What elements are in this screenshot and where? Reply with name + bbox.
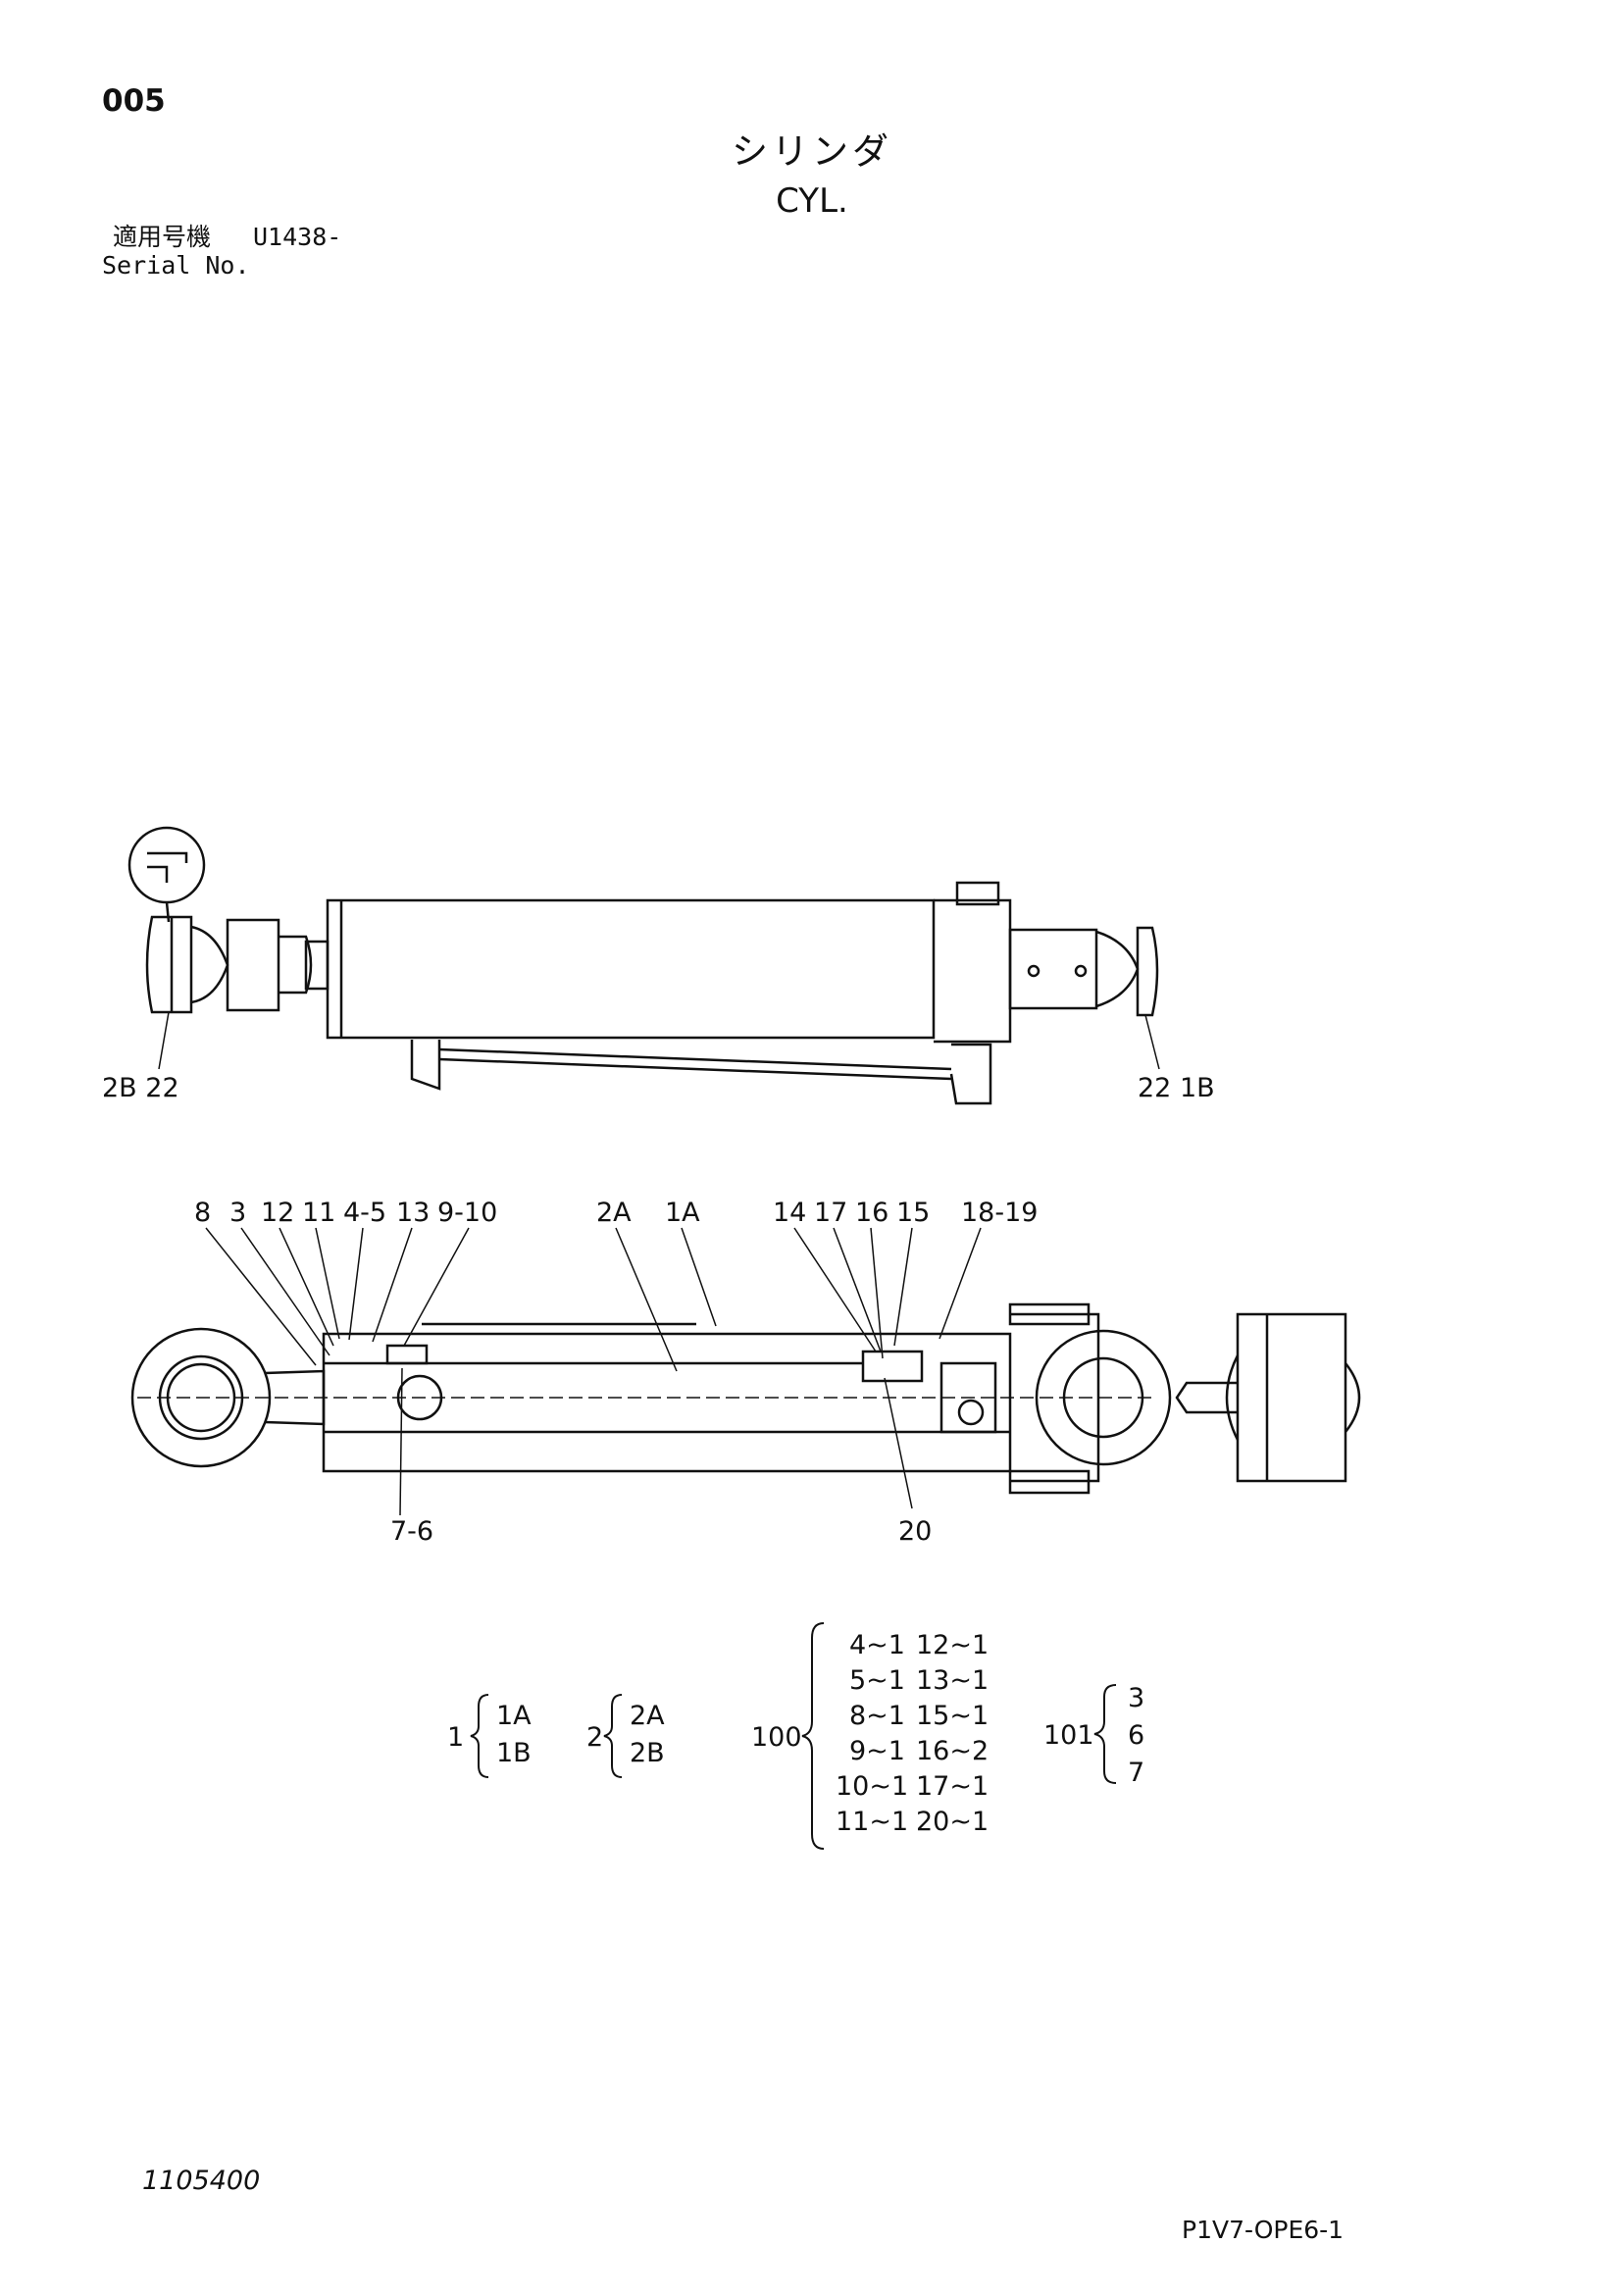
group-2-item-2a: 2A <box>630 1701 665 1731</box>
detail-circle <box>127 826 206 904</box>
group-100-r1-b: 12~1 <box>916 1630 989 1660</box>
group-1-item-1b: 1B <box>496 1738 532 1768</box>
left-clevis <box>145 915 193 1014</box>
group-100-r6-b: 20~1 <box>916 1807 989 1837</box>
group-101-item-3: 3 <box>1128 1683 1144 1713</box>
top-left-label: 2B 22 <box>102 1073 179 1103</box>
group-100-r3-b: 15~1 <box>916 1701 989 1731</box>
brace-2 <box>603 1694 623 1778</box>
title-japanese: シリンダ <box>732 130 892 173</box>
callout-7-6: 7-6 <box>390 1516 433 1547</box>
group-100-r1-a: 4~1 <box>849 1630 905 1660</box>
callout-11: 11 <box>302 1198 335 1228</box>
brace-100 <box>801 1622 825 1850</box>
callout-14: 14 <box>773 1198 806 1228</box>
group-100-r4-a: 9~1 <box>849 1736 905 1766</box>
group-100-r5-a: 10~1 <box>836 1771 908 1802</box>
brace-101 <box>1093 1684 1117 1784</box>
group-braces <box>470 1622 1117 1850</box>
group-1-key: 1 <box>447 1722 464 1753</box>
title-english: CYL. <box>776 181 848 221</box>
brace-1 <box>470 1694 489 1778</box>
group-2-key: 2 <box>586 1722 603 1753</box>
group-100-key: 100 <box>751 1722 802 1753</box>
callout-20: 20 <box>898 1516 932 1547</box>
right-rod-eye <box>1008 928 1098 1010</box>
serial-label-english: Serial No. <box>102 251 250 280</box>
head-block <box>934 898 1012 1044</box>
group-2-item-2b: 2B <box>630 1738 665 1768</box>
serial-label-japanese: 適用号機 <box>113 223 212 251</box>
group-100-r6-a: 11~1 <box>836 1807 908 1837</box>
callout-15: 15 <box>896 1198 930 1228</box>
pin-view <box>1236 1312 1347 1483</box>
group-101-key: 101 <box>1043 1720 1094 1751</box>
callout-2a: 2A <box>596 1198 632 1228</box>
cylinder-section-view <box>130 1302 1361 1495</box>
page-number: 005 <box>102 83 166 119</box>
left-eye-outer <box>130 1327 272 1468</box>
document-number: 1105400 <box>142 2166 261 2196</box>
page-code: P1V7-OPE6-1 <box>1182 2216 1345 2244</box>
callout-12: 12 <box>261 1198 294 1228</box>
main-barrel <box>326 898 936 1040</box>
callout-4-5: 4-5 <box>343 1198 386 1228</box>
callout-8: 8 <box>194 1198 211 1228</box>
group-101-item-6: 6 <box>1128 1720 1144 1751</box>
group-100-r5-b: 17~1 <box>916 1771 989 1802</box>
left-rod-end <box>226 918 280 1012</box>
callout-17: 17 <box>814 1198 847 1228</box>
callout-leaders <box>205 1227 982 1516</box>
right-clevis <box>1136 926 1159 1017</box>
group-100-r4-b: 16~2 <box>916 1736 989 1766</box>
callout-1a: 1A <box>665 1198 700 1228</box>
group-101-item-7: 7 <box>1128 1758 1144 1788</box>
callout-9-10: 9-10 <box>437 1198 497 1228</box>
lower-port <box>410 1040 441 1091</box>
callout-18-19: 18-19 <box>961 1198 1038 1228</box>
right-eye-outer <box>1035 1329 1172 1466</box>
callout-3: 3 <box>229 1198 246 1228</box>
group-100-r2-a: 5~1 <box>849 1665 905 1696</box>
cylinder-top-view <box>127 826 1159 1105</box>
group-1-item-1a: 1A <box>496 1701 532 1731</box>
callout-13: 13 <box>396 1198 430 1228</box>
top-right-label: 22 1B <box>1138 1073 1215 1103</box>
detail-inset <box>147 851 188 883</box>
section-barrel <box>322 1332 1012 1473</box>
serial-value: U1438- <box>253 223 342 251</box>
group-100-r3-a: 8~1 <box>849 1701 905 1731</box>
callout-16: 16 <box>855 1198 888 1228</box>
group-100-r2-b: 13~1 <box>916 1665 989 1696</box>
